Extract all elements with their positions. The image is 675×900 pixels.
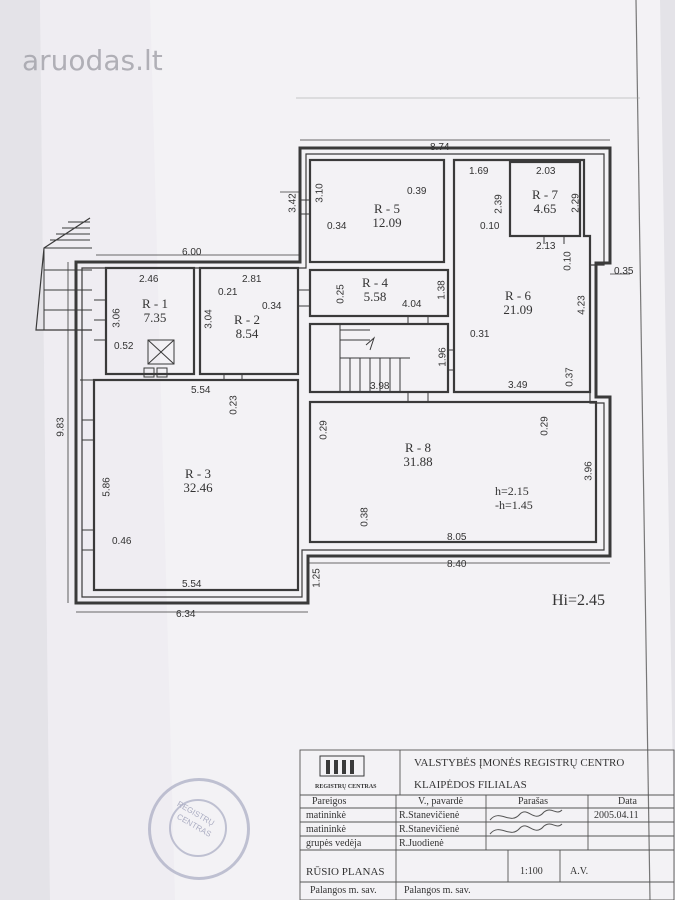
header-role: Pareigos xyxy=(312,796,347,807)
registry-logo xyxy=(319,755,365,777)
dim-r6-037: 0.37 xyxy=(564,367,576,387)
dim-left-height: 9.83 xyxy=(55,417,67,437)
org-name: VALSTYBĖS ĮMONĖS REGISTRŲ CENTRO xyxy=(414,757,625,769)
dim-r6-010b: 0.10 xyxy=(562,251,574,271)
dim-r3-top: 5.54 xyxy=(191,385,211,396)
dim-step-125: 1.25 xyxy=(311,568,323,588)
dim-r6-010a: 0.10 xyxy=(480,221,500,232)
dim-r8-038: 0.38 xyxy=(359,507,371,527)
row-1-role: matininkė xyxy=(306,810,346,821)
dim-r5-039: 0.39 xyxy=(407,186,427,197)
registry-stamp: REGISTRŲ CENTRAS xyxy=(148,778,250,880)
registry-logo-text: REGISTRŲ CENTRAS xyxy=(315,784,377,790)
row-1-name: R.Stanevičienė xyxy=(399,810,460,821)
dim-stair-width: 3.98 xyxy=(370,381,390,392)
dim-r2-height: 3.04 xyxy=(203,309,215,329)
dim-r7-width: 2.03 xyxy=(536,166,556,177)
dim-top-width: 8.74 xyxy=(430,142,450,153)
dim-r6-423: 4.23 xyxy=(576,295,588,315)
dim-left-offset: 3.42 xyxy=(287,193,299,213)
building-outline xyxy=(74,146,612,605)
dim-r3-023: 0.23 xyxy=(228,395,240,415)
row-3-name: R.Juodienė xyxy=(399,838,444,849)
dim-r3-bottom: 5.54 xyxy=(182,579,202,590)
room-r8-heights: h=2.15-h=1.45 xyxy=(495,484,533,512)
row-1-date: 2005.04.11 xyxy=(594,810,639,821)
dim-r4-width: 4.04 xyxy=(402,299,422,310)
municipality-1: Palangos m. sav. xyxy=(310,885,377,896)
dim-r5-034: 0.34 xyxy=(327,221,347,232)
dim-r6-239: 2.39 xyxy=(493,194,505,214)
dim-r5-height: 3.10 xyxy=(314,183,326,203)
dim-r6-169: 1.69 xyxy=(469,166,489,177)
height-note: Hi=2.45 xyxy=(552,592,606,609)
row-2-name: R.Stanevičienė xyxy=(399,824,460,835)
plan-title: RŪSIO PLANAS xyxy=(306,866,385,878)
header-signature: Parašas xyxy=(518,796,548,807)
dim-r6-213: 2.13 xyxy=(536,241,556,252)
row-2-role: matininkė xyxy=(306,824,346,835)
dim-r6-349: 3.49 xyxy=(508,380,528,391)
branch-name: KLAIPĖDOS FILIALAS xyxy=(414,779,527,791)
dim-r1-height: 3.06 xyxy=(111,308,123,328)
dim-r4-025: 0.25 xyxy=(335,284,347,304)
dim-r1-052: 0.52 xyxy=(114,341,134,352)
dim-r1-width: 2.46 xyxy=(139,274,159,285)
aruodas-watermark: aruodas.lt xyxy=(22,44,163,77)
dim-r7-height: 2.29 xyxy=(570,193,582,213)
dim-r3-046: 0.46 xyxy=(112,536,132,547)
header-date: Data xyxy=(618,796,637,807)
dim-stair-height: 1.96 xyxy=(437,347,449,367)
dim-r8-396: 3.96 xyxy=(583,461,595,481)
dim-wall-035: 0.35 xyxy=(614,266,634,277)
signature-1 xyxy=(489,809,563,821)
dim-r2-021: 0.21 xyxy=(218,287,238,298)
dim-bottom-left: 6.34 xyxy=(176,609,196,620)
municipality-2: Palangos m. sav. xyxy=(404,885,471,896)
signature-2 xyxy=(489,823,563,835)
dim-r8-width: 8.05 xyxy=(447,532,467,543)
dim-r2-width: 2.81 xyxy=(242,274,262,285)
dim-upper-left: 6.00 xyxy=(182,247,202,258)
row-3-role: grupės vedėja xyxy=(306,838,362,849)
dim-bottom-right: 8.40 xyxy=(447,559,467,570)
plan-av: A.V. xyxy=(570,866,589,877)
header-name: V., pavardė xyxy=(418,796,464,807)
dim-r8-029b: 0.29 xyxy=(539,416,551,436)
plan-scale: 1:100 xyxy=(520,866,543,877)
dim-r6-031: 0.31 xyxy=(470,329,490,340)
dim-r2-034: 0.34 xyxy=(262,301,282,312)
dim-r8-029a: 0.29 xyxy=(318,420,330,440)
dim-r4-138: 1.38 xyxy=(436,280,448,300)
dim-r3-height: 5.86 xyxy=(101,477,113,497)
